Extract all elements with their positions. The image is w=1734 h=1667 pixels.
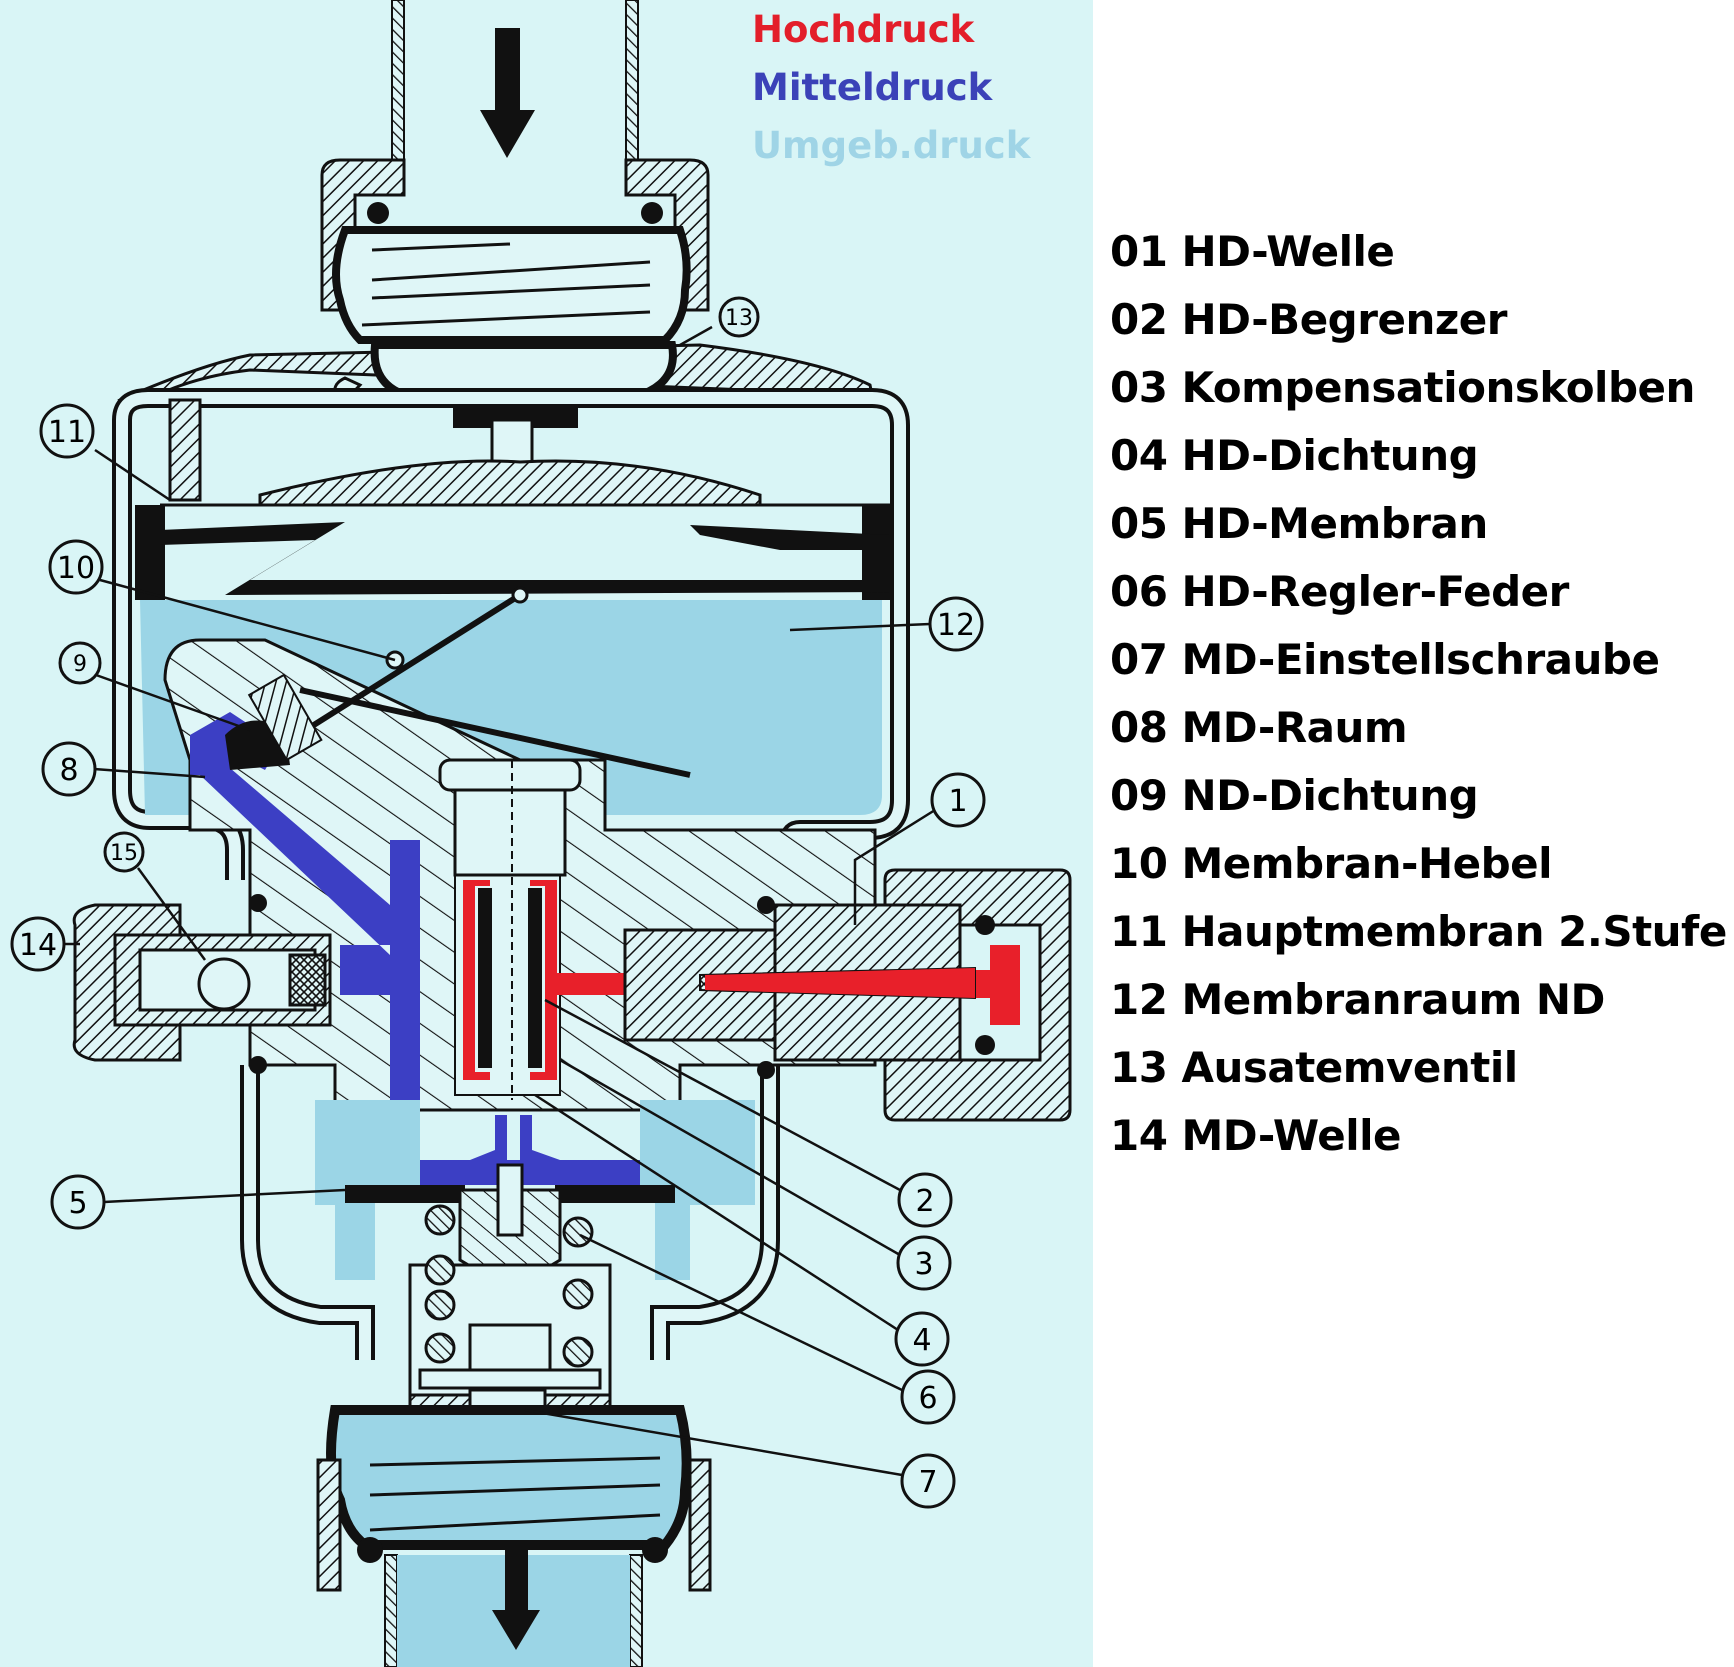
svg-text:9: 9: [73, 652, 87, 677]
part-number: 10: [1110, 839, 1168, 888]
svg-text:3: 3: [914, 1247, 933, 1282]
part-name: HD-Welle: [1181, 227, 1395, 276]
callout-15: 15: [103, 831, 145, 873]
pressure-legend: Hochdruck Mitteldruck Umgeb.druck: [752, 8, 1032, 167]
callout-9: 9: [58, 641, 102, 685]
part-number: 04: [1110, 431, 1168, 480]
parts-list-item: 06 HD-Regler-Feder: [1110, 558, 1727, 626]
part-number: 09: [1110, 771, 1168, 820]
part-number: 11: [1110, 907, 1168, 956]
svg-text:14: 14: [19, 928, 57, 963]
svg-text:15: 15: [110, 841, 138, 866]
legend-mitteldruck: Mitteldruck: [752, 66, 994, 109]
part-name: Hauptmembran 2.Stufe: [1181, 907, 1727, 956]
hp-inlet-right: [623, 868, 1072, 1122]
inlet-tube: [320, 0, 710, 344]
part-number: 13: [1110, 1043, 1168, 1092]
part-name: MD-Einstellschraube: [1181, 635, 1660, 684]
parts-list-item: 03 Kompensationskolben: [1110, 354, 1727, 422]
svg-text:4: 4: [912, 1323, 931, 1358]
parts-list-item: 04 HD-Dichtung: [1110, 422, 1727, 490]
leader-lines: [64, 325, 936, 1477]
callout-10: 10: [48, 539, 104, 595]
outflow-arrow-icon: [492, 1545, 540, 1650]
parts-list-item: 14 MD-Welle: [1110, 1102, 1727, 1170]
callout-12: 12: [928, 596, 984, 652]
legend-hochdruck: Hochdruck: [752, 8, 976, 51]
callout-5: 5: [50, 1174, 106, 1230]
part-name: Ausatemventil: [1181, 1043, 1518, 1092]
part-name: Kompensationskolben: [1181, 363, 1695, 412]
part-name: MD-Raum: [1181, 703, 1408, 752]
part-name: ND-Dichtung: [1181, 771, 1479, 820]
inflow-arrow-icon: [480, 28, 535, 158]
parts-list-item: 10 Membran-Hebel: [1110, 830, 1727, 898]
callout-7: 7: [900, 1453, 956, 1509]
first-stage-lower: [280, 1100, 755, 1457]
callout-3: 3: [896, 1235, 952, 1291]
svg-text:8: 8: [59, 753, 78, 788]
part-number: 14: [1110, 1111, 1168, 1160]
svg-text:1: 1: [948, 784, 967, 819]
callout-14: 14: [10, 916, 66, 972]
parts-list: 01 HD-Welle 02 HD-Begrenzer 03 Kompensationsk…: [1110, 218, 1727, 1170]
md-outlet-left: [72, 894, 332, 1074]
main-membrane: [135, 398, 892, 600]
parts-list-item: 12 Membranraum ND: [1110, 966, 1727, 1034]
callout-8: 8: [41, 741, 97, 797]
part-number: 08: [1110, 703, 1168, 752]
list-background: [1093, 0, 1734, 1667]
part-name: HD-Membran: [1181, 499, 1488, 548]
callout-11: 11: [39, 403, 95, 459]
part-name: HD-Dichtung: [1181, 431, 1479, 480]
part-name: HD-Begrenzer: [1181, 295, 1507, 344]
part-name: Membran-Hebel: [1181, 839, 1553, 888]
callout-6: 6: [900, 1369, 956, 1425]
parts-list-item: 02 HD-Begrenzer: [1110, 286, 1727, 354]
svg-text:6: 6: [918, 1381, 937, 1416]
callout-4: 4: [894, 1311, 950, 1367]
part-name: Membranraum ND: [1181, 975, 1605, 1024]
callout-2: 2: [897, 1172, 953, 1228]
part-number: 03: [1110, 363, 1168, 412]
parts-list-item: 13 Ausatemventil: [1110, 1034, 1727, 1102]
svg-text:11: 11: [48, 415, 86, 450]
callout-1: 1: [930, 772, 986, 828]
svg-text:7: 7: [918, 1465, 937, 1500]
svg-text:12: 12: [937, 608, 975, 643]
part-number: 12: [1110, 975, 1168, 1024]
svg-text:5: 5: [68, 1186, 87, 1221]
parts-list-item: 07 MD-Einstellschraube: [1110, 626, 1727, 694]
part-number: 05: [1110, 499, 1168, 548]
parts-list-item: 09 ND-Dichtung: [1110, 762, 1727, 830]
legend-umgebungsdruck: Umgeb.druck: [752, 124, 1032, 167]
parts-list-item: 11 Hauptmembran 2.Stufe: [1110, 898, 1727, 966]
svg-text:2: 2: [915, 1184, 934, 1219]
part-name: HD-Regler-Feder: [1181, 567, 1569, 616]
part-name: MD-Welle: [1181, 1111, 1402, 1160]
part-number: 06: [1110, 567, 1168, 616]
parts-list-item: 05 HD-Membran: [1110, 490, 1727, 558]
callout-13: 13: [718, 296, 760, 338]
part-number: 07: [1110, 635, 1168, 684]
svg-text:13: 13: [725, 306, 753, 331]
parts-list-item: 01 HD-Welle: [1110, 218, 1727, 286]
part-number: 01: [1110, 227, 1168, 276]
parts-list-item: 08 MD-Raum: [1110, 694, 1727, 762]
part-number: 02: [1110, 295, 1168, 344]
medium-pressure-channel: [190, 712, 640, 1185]
svg-text:10: 10: [57, 551, 95, 586]
